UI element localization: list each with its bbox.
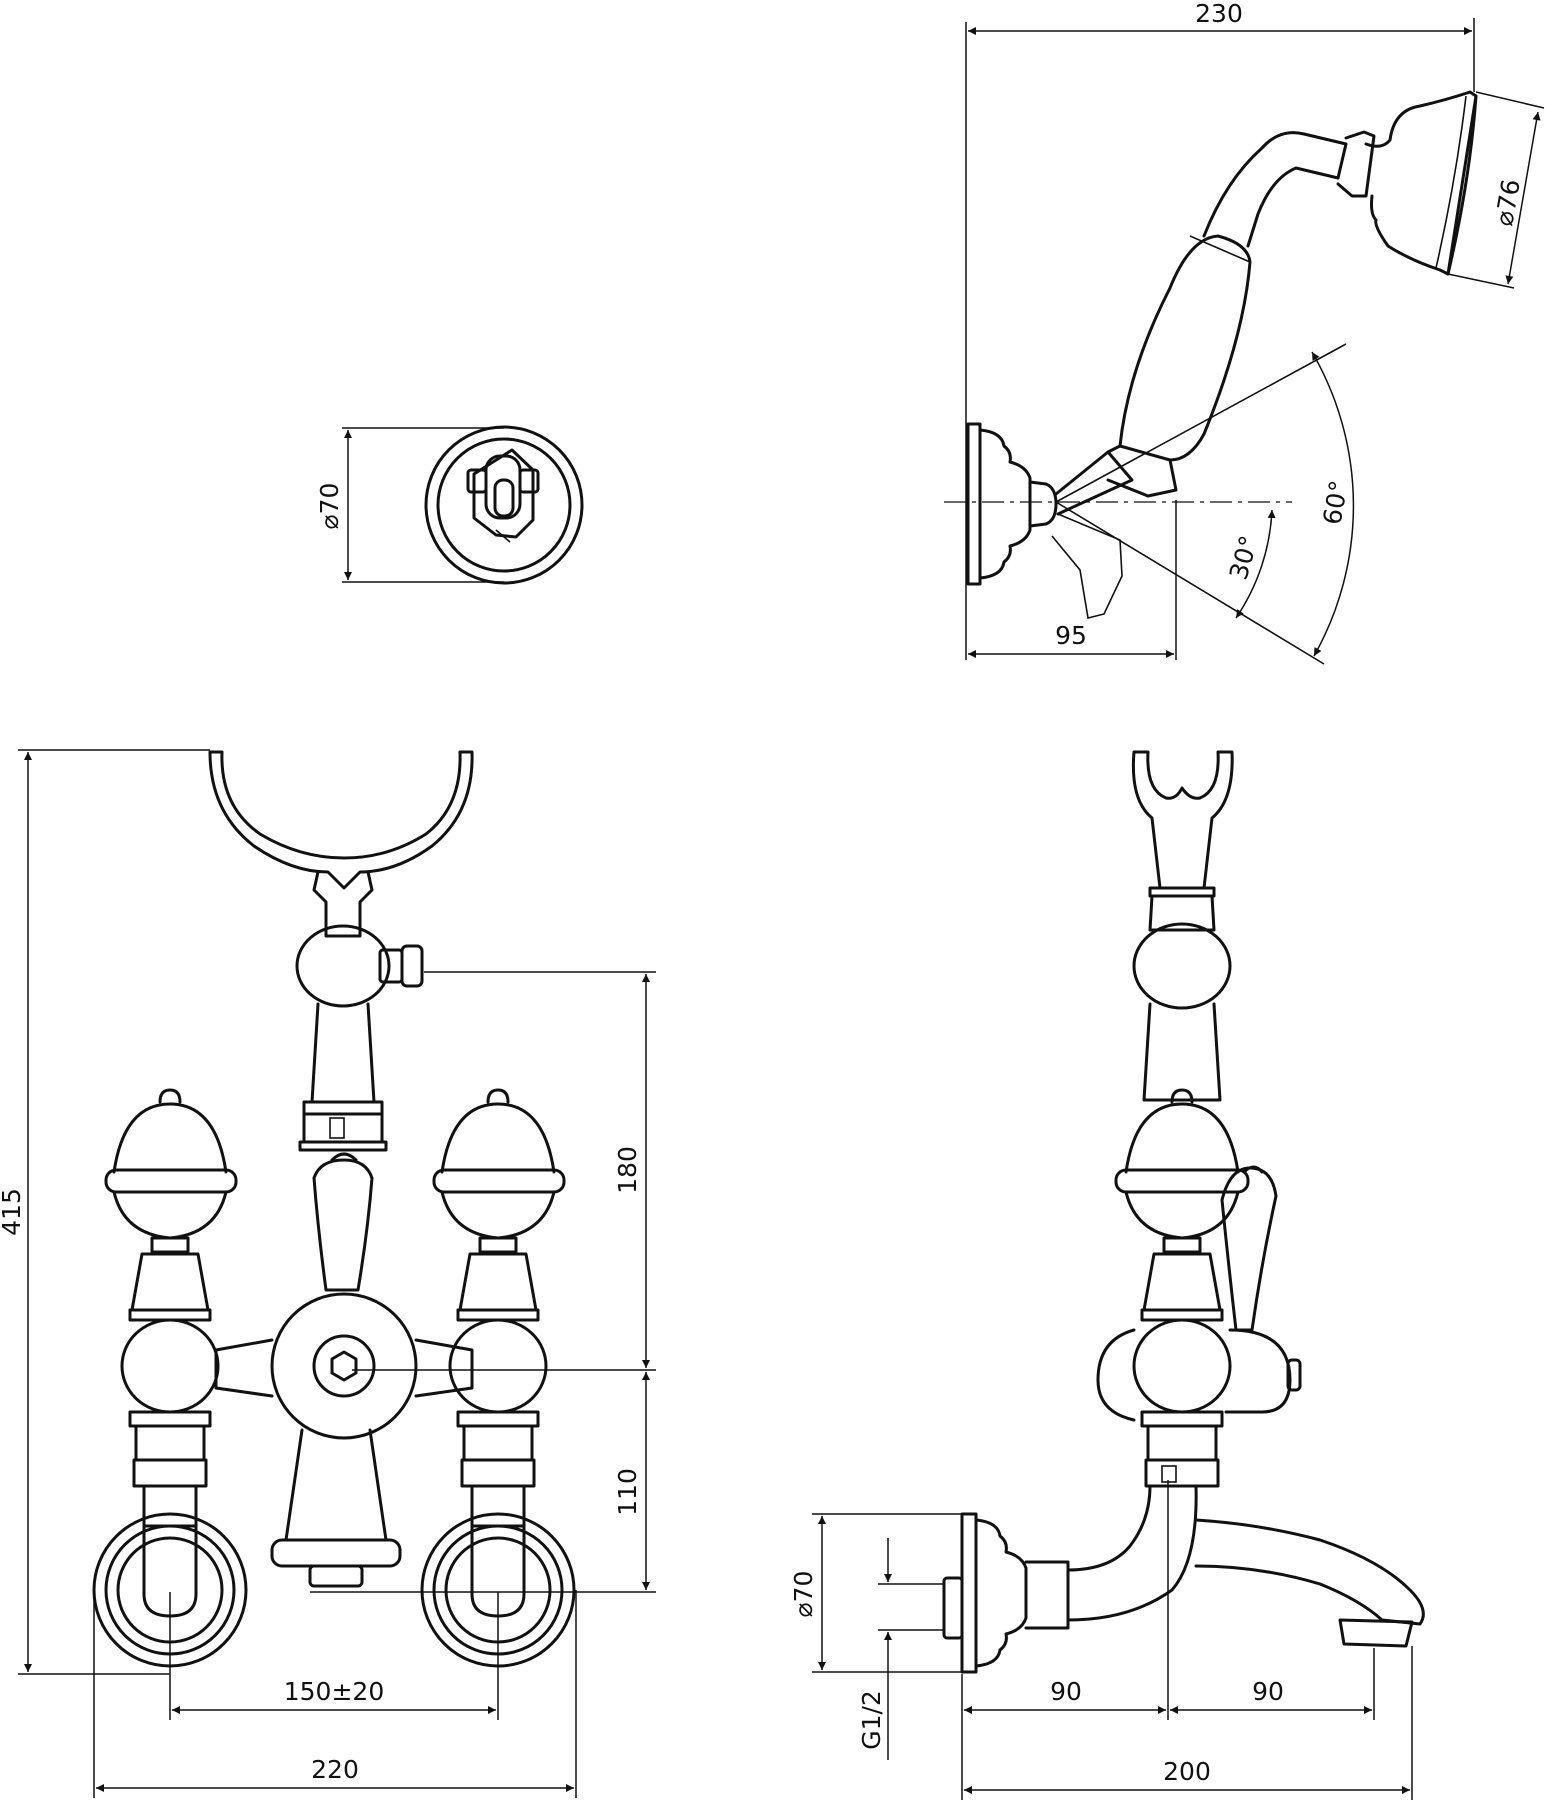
total-height-label: 415: [0, 1188, 26, 1236]
right-valve: [420, 1088, 576, 1668]
flange-diameter-label: ⌀70: [789, 1571, 818, 1618]
centers-label: 150±20: [284, 1677, 384, 1706]
handshower-side-view: [966, 90, 1478, 619]
handshower-height-label: 180: [613, 1146, 642, 1194]
mixer-side-view: [942, 750, 1425, 1674]
side-width-label: 200: [1163, 1757, 1211, 1786]
shower-width-label: 230: [1195, 0, 1243, 28]
head-diameter-label: ⌀76: [1489, 177, 1526, 228]
side-left-label: 90: [1050, 1677, 1082, 1706]
mixer-side-dimensions: ⌀70 G1/2 90 90 200: [789, 1480, 1413, 1800]
holder-diameter-dimension: ⌀70: [315, 427, 504, 583]
holder-depth-label: 95: [1055, 621, 1087, 650]
mixer-front-view: [92, 750, 576, 1668]
left-valve: [92, 1088, 248, 1668]
front-width-label: 220: [311, 1755, 359, 1784]
angle-upper-label: 60°: [1318, 478, 1354, 527]
holder-front-view: [424, 425, 584, 585]
thread-label: G1/2: [857, 1690, 886, 1750]
outlet-height-label: 110: [613, 1468, 642, 1516]
mixer-front-dimensions: 415 180 110 150±20 220: [0, 749, 656, 1798]
handshower-dimensions: 230 ⌀76 60° 30° 95: [944, 0, 1545, 665]
side-right-label: 90: [1252, 1677, 1284, 1706]
holder-diameter-label: ⌀70: [315, 483, 344, 530]
